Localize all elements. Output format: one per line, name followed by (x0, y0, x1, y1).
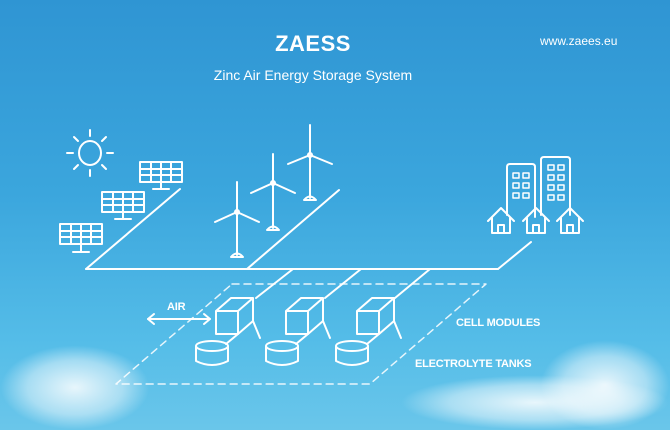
sun-icon (66, 129, 114, 177)
storage-platform-outline (115, 283, 487, 385)
house-icon (522, 207, 550, 234)
city-buildings-icon (506, 156, 571, 218)
electrolyte-tank-icon (195, 340, 229, 366)
page-subtitle: Zinc Air Energy Storage System (213, 67, 413, 83)
wind-turbine-icon (250, 153, 296, 231)
electrolyte-tanks-label: ELECTROLYTE TANKS (415, 358, 532, 370)
wind-turbine-icon (214, 181, 260, 258)
page-title: ZAESS (275, 31, 351, 56)
cloud (540, 340, 670, 430)
cloud (0, 345, 150, 430)
power-grid-lines (85, 188, 532, 299)
solar-panel-icon (59, 223, 103, 253)
house-icon (487, 207, 515, 234)
cell-module-icon (285, 297, 331, 345)
electrolyte-tank-icon (335, 340, 369, 366)
air-label: AIR (167, 301, 186, 313)
website-link[interactable]: www.zaees.eu (540, 34, 618, 48)
air-arrow-icon (147, 313, 211, 325)
wind-turbine-icon (287, 124, 333, 201)
electrolyte-tank-icon (265, 340, 299, 366)
house-icon (556, 207, 584, 234)
solar-panel-icon (101, 191, 145, 220)
cell-module-icon (215, 297, 261, 345)
cell-module-icon (356, 297, 402, 345)
solar-panel-icon (139, 161, 183, 190)
cell-modules-label: CELL MODULES (456, 317, 541, 329)
